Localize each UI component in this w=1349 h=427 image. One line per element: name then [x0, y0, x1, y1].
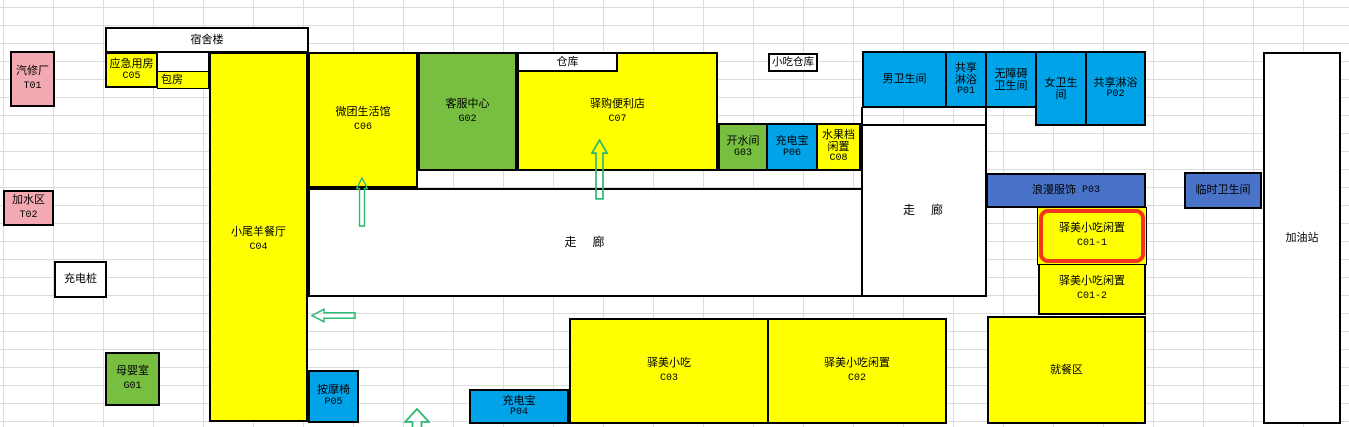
room-p01-shared-shower[interactable]: 共享 淋浴 P01 — [945, 51, 987, 108]
room-temporary-restroom[interactable]: 临时卫生间 — [1184, 172, 1262, 209]
room-dining-area[interactable]: 就餐区 — [987, 316, 1146, 424]
room-label: 驿美小吃闲置 — [824, 357, 890, 369]
room-code: C04 — [249, 242, 268, 253]
room-gas-station[interactable]: 加油站 — [1263, 52, 1341, 424]
corridor-main[interactable]: 走 廊 — [308, 188, 863, 297]
room-c06-life-hall[interactable]: 微团生活馆 C06 — [308, 52, 418, 188]
room-code: G03 — [733, 147, 752, 159]
room-label: 女卫生 间 — [1044, 76, 1078, 101]
up-arrow-icon — [591, 139, 608, 200]
room-label: 临时卫生间 — [1195, 184, 1251, 196]
room-label: 加油站 — [1285, 232, 1319, 244]
room-c08-fruit-stall-idle[interactable]: 水果档 闲置 C08 — [816, 123, 861, 171]
room-code: P02 — [1106, 88, 1125, 100]
corridor-label: 走 廊 — [564, 235, 607, 249]
room-label: 宿舍楼 — [190, 33, 224, 46]
room-label: 驿购便利店 — [590, 97, 645, 110]
room-label: 驿美小吃闲置 — [1059, 274, 1125, 287]
room-label: 包房 — [161, 73, 183, 86]
room-p03-clothing-shop[interactable]: 浪漫服饰 P03 — [986, 173, 1146, 208]
room-label: 加水区 — [12, 194, 45, 206]
room-code: G01 — [123, 381, 142, 392]
room-label: 开水间 — [726, 134, 760, 147]
room-code: C01-1 — [1076, 238, 1107, 249]
room-code: C06 — [353, 122, 372, 133]
up-arrow-icon — [404, 408, 430, 427]
room-p02-shared-shower[interactable]: 共享淋浴 P02 — [1085, 51, 1146, 126]
left-arrow-icon — [311, 308, 356, 323]
room-g02-service-center[interactable]: 客服中心 G02 — [418, 52, 517, 171]
room-label: 母婴室 — [116, 365, 149, 377]
room-label: 小尾羊餐厅 — [231, 226, 286, 238]
room-label: 无障碍 卫生间 — [994, 67, 1028, 92]
room-label: 充电宝 — [775, 134, 809, 147]
room-label: 汽修厂 — [16, 65, 49, 77]
room-t02-water-station[interactable]: 加水区 T02 — [3, 190, 54, 226]
room-label: 仓库 — [556, 55, 579, 68]
corridor-east[interactable]: 走 廊 — [861, 124, 987, 297]
room-label: 共享淋浴 — [1093, 76, 1138, 89]
room-t01-auto-repair[interactable]: 汽修厂 T01 — [10, 51, 55, 107]
room-label: 充电桩 — [64, 273, 97, 285]
room-code: P04 — [509, 406, 528, 418]
room-code: P06 — [782, 147, 801, 159]
corridor-label: 走 廊 — [902, 203, 945, 217]
room-code: P05 — [324, 397, 343, 408]
room-label: 驿美小吃 — [647, 357, 691, 369]
room-label: 客服中心 — [445, 97, 490, 110]
room-code: P01 — [956, 85, 975, 97]
up-arrow-icon — [356, 177, 368, 227]
room-code: C05 — [122, 70, 141, 82]
room-code: C08 — [829, 153, 848, 164]
wall-segment — [861, 107, 863, 125]
room-code: C01-2 — [1076, 290, 1107, 302]
room-p06-power-bank[interactable]: 充电宝 P06 — [766, 123, 818, 171]
room-label: 驿美小吃闲置 — [1059, 222, 1125, 234]
room-charging-pile[interactable]: 充电桩 — [54, 261, 107, 298]
room-label: 微团生活馆 — [335, 106, 391, 118]
room-label: 按摩椅 — [317, 384, 350, 396]
room-label: 小吃仓库 — [772, 56, 814, 68]
room-label: 共享 淋浴 — [955, 61, 977, 86]
room-c01-1-snack-idle-highlighted[interactable]: 驿美小吃闲置 C01-1 — [1037, 207, 1147, 265]
room-storeroom[interactable]: 仓库 — [517, 52, 618, 72]
room-private-room[interactable]: 包房 — [157, 71, 209, 89]
room-code: T01 — [23, 81, 42, 92]
room-snack-warehouse[interactable]: 小吃仓库 — [768, 53, 818, 72]
room-dormitory[interactable]: 宿舍楼 — [105, 27, 309, 53]
room-label: 应急用房 — [109, 57, 154, 70]
room-code: T02 — [19, 210, 38, 221]
room-g03-hot-water[interactable]: 开水间 G03 — [718, 123, 768, 171]
room-code: C03 — [659, 373, 678, 384]
room-code: P03 — [1081, 184, 1100, 196]
room-label: 水果档 闲置 — [822, 129, 855, 153]
room-c01-2-snack-idle[interactable]: 驿美小吃闲置 C01-2 — [1038, 262, 1146, 315]
room-code: C07 — [608, 113, 627, 125]
red-highlight-border — [1039, 209, 1145, 263]
room-accessible-restroom[interactable]: 无障碍 卫生间 — [985, 51, 1037, 108]
room-label: 浪漫服饰 — [1031, 184, 1076, 196]
wall-segment — [985, 107, 987, 125]
room-label: 就餐区 — [1050, 363, 1083, 376]
room-p05-massage-chair[interactable]: 按摩椅 P05 — [308, 370, 359, 423]
room-label: 男卫生间 — [882, 73, 927, 85]
room-c03-snack[interactable]: 驿美小吃 C03 — [569, 318, 769, 424]
room-g01-nursery[interactable]: 母婴室 G01 — [105, 352, 160, 406]
room-mens-restroom[interactable]: 男卫生间 — [862, 51, 947, 108]
room-label: 充电宝 — [502, 394, 536, 407]
room-code: C02 — [847, 373, 866, 384]
room-womens-restroom[interactable]: 女卫生 间 — [1035, 51, 1087, 126]
room-c04-restaurant[interactable]: 小尾羊餐厅 C04 — [209, 52, 308, 422]
room-c05-emergency[interactable]: 应急用房 C05 — [105, 52, 158, 88]
room-code: G02 — [458, 113, 477, 125]
room-c02-snack-idle[interactable]: 驿美小吃闲置 C02 — [767, 318, 947, 424]
room-p04-power-bank[interactable]: 充电宝 P04 — [469, 389, 569, 424]
empty-cell — [157, 52, 209, 72]
